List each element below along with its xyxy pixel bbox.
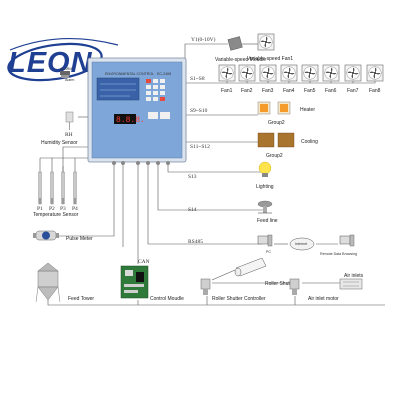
fan-row	[218, 64, 384, 82]
air-inlet-motor-icon	[289, 278, 300, 295]
pulse-label: Pulse Meter	[66, 236, 93, 242]
fan-label: Fan2	[241, 88, 253, 94]
probe-label: P4	[72, 206, 78, 212]
keypad	[146, 79, 165, 101]
s14-label: S14	[188, 207, 197, 213]
feedline-label: Feed line	[257, 218, 278, 224]
vs-fan-label: Variable-speed Fan1	[247, 56, 293, 62]
rs-controller-icon	[200, 278, 211, 295]
fan-label: Fan1	[221, 88, 233, 94]
remote-pc-icon	[339, 234, 355, 247]
fan1-icon	[218, 64, 236, 82]
temperature-label: Temperature Sensor	[33, 212, 79, 218]
pc-label: PC	[266, 250, 271, 254]
lighting-label: Lighting	[256, 184, 274, 190]
alarm-sub-label: Alarm	[65, 78, 74, 82]
fan-label: Fan3	[262, 88, 274, 94]
air-inlets-icon	[339, 278, 363, 290]
vs-module-label: Variable-speed Moudle	[215, 57, 266, 63]
cooling-icon	[257, 132, 295, 148]
vs-module-icon	[227, 36, 243, 51]
temperature-probes	[38, 165, 77, 205]
fan-label: Fan7	[347, 88, 359, 94]
fan2-icon	[238, 64, 256, 82]
controller-model: EC-2408	[157, 72, 171, 76]
fan3-icon	[259, 64, 277, 82]
group2-cooling-label: Group2	[266, 153, 283, 159]
internet-cloud-icon	[289, 237, 315, 251]
rs485-label: RS485	[188, 239, 203, 245]
alarm-icon: ALARM Alarm	[60, 67, 74, 82]
internet-label: Internet	[295, 242, 307, 246]
fan-label: Fan4	[283, 88, 295, 94]
controller-title: ENVIRONMENTAL CONTROL	[105, 72, 154, 76]
control-module-icon	[120, 265, 149, 299]
fan-label: Fan5	[304, 88, 316, 94]
pc-icon	[257, 234, 273, 247]
fan-label: Fan6	[325, 88, 337, 94]
probe-p1-icon	[38, 165, 42, 205]
humidity-sensor-icon	[65, 111, 74, 130]
pulse-meter-icon	[33, 230, 59, 241]
vs-fan-icon	[257, 33, 275, 51]
controller-box: ENVIRONMENTAL CONTROL EC-2408 8.8.8.	[87, 57, 187, 165]
fan8-icon	[366, 64, 384, 82]
s11-label: S11~S12	[190, 144, 210, 150]
probe-p3-icon	[61, 165, 65, 205]
probe-p4-icon	[73, 165, 77, 205]
alarm-label: ALARM	[60, 67, 72, 71]
probe-label: P1	[37, 206, 43, 212]
air-inlets-label: Air inlets	[344, 273, 364, 279]
cooling-label: Cooling	[301, 139, 318, 145]
rh-label: RH	[65, 132, 73, 138]
can-label: CAN	[138, 259, 150, 265]
fan5-icon	[301, 64, 319, 82]
led-display: 8.8.8.	[116, 116, 145, 125]
logo-text: LEON	[8, 47, 93, 79]
probe-labels: P1 P2 P3 P4	[37, 206, 78, 212]
bulb-icon	[258, 161, 272, 177]
heater-icon	[257, 101, 291, 115]
s1-label: S1~S8	[190, 76, 205, 82]
group2-heater-label: Group2	[268, 120, 285, 126]
rs-controller-label: Roller Shutter Controller	[212, 296, 266, 302]
control-module-label: Control Moudle	[150, 296, 184, 302]
feed-tower-icon	[35, 262, 61, 303]
leon-logo: LEON	[7, 37, 119, 82]
roller-shutter-icon	[234, 257, 267, 277]
probe-label: P3	[60, 206, 66, 212]
fan-label: Fan8	[369, 88, 381, 94]
feed-tower-label: Feed Tower	[68, 296, 94, 302]
feedline-icon	[257, 200, 273, 214]
remote-label: Remote Data Browsing	[320, 252, 357, 256]
s9-label: S9~S10	[190, 108, 208, 114]
probe-p2-icon	[50, 165, 54, 205]
humidity-label: Humidity Sensor	[41, 140, 78, 146]
fan-labels: Fan1 Fan2 Fan3 Fan4 Fan5 Fan6 Fan7 Fan8	[221, 88, 381, 94]
air-inlet-motor-label: Air inlet motor	[308, 296, 339, 302]
y1-label: Y1(0-10V)	[191, 36, 216, 43]
roller-shutter-label: Roller Shutter	[265, 281, 296, 287]
fan6-icon	[322, 64, 340, 82]
s13-label: S13	[188, 174, 197, 180]
fan7-icon	[344, 64, 362, 82]
lcd-screen	[96, 77, 140, 101]
fan4-icon	[280, 64, 298, 82]
probe-label: P2	[49, 206, 55, 212]
heater-label: Heater	[300, 107, 315, 113]
